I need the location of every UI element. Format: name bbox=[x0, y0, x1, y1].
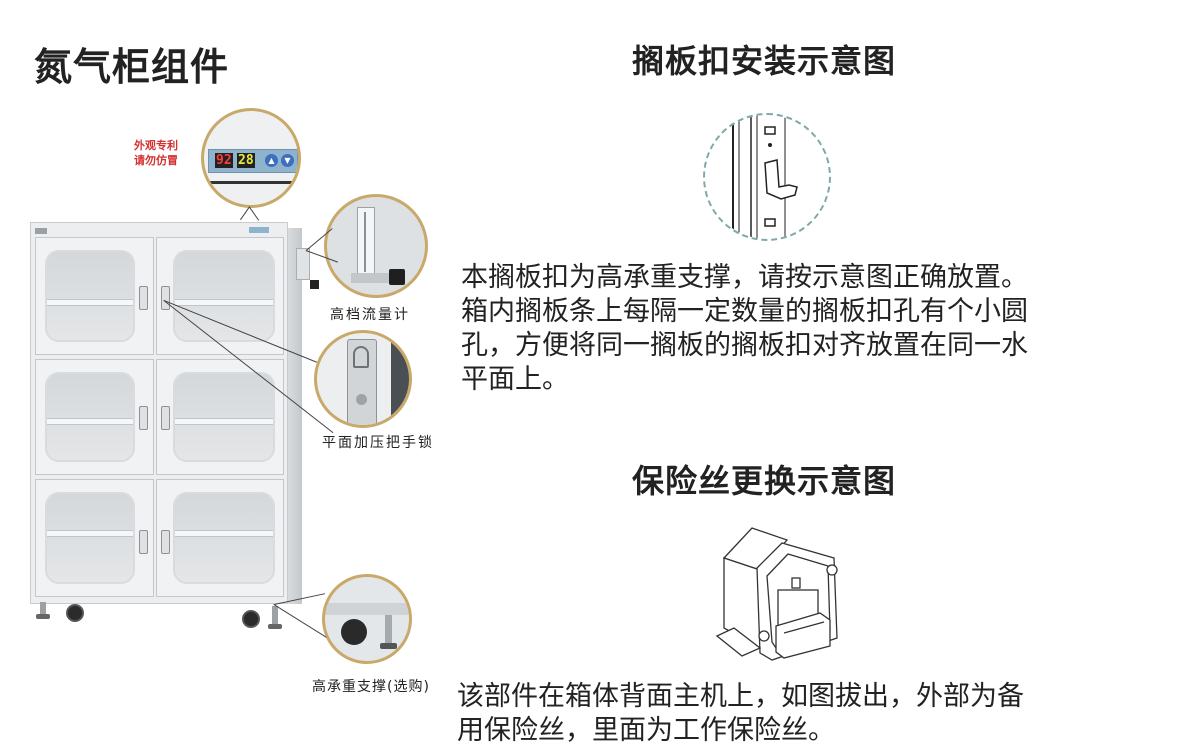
fuse-holder-icon bbox=[715, 527, 838, 661]
controller-panel: 92 28 ▲ ▼ bbox=[208, 149, 298, 173]
shelf-clip-diagram bbox=[703, 113, 831, 241]
leveling-foot bbox=[40, 602, 46, 616]
temperature-display: 28 bbox=[237, 153, 255, 168]
cabinet-side bbox=[288, 228, 302, 604]
cabinet-door bbox=[156, 359, 284, 475]
cabinet-door bbox=[156, 479, 284, 597]
support-label: 高承重支撑(选购) bbox=[312, 679, 430, 695]
humidity-display: 92 bbox=[215, 153, 233, 168]
cabinet-door bbox=[35, 237, 154, 355]
cabinet-components-title: 氮气柜组件 bbox=[34, 45, 230, 89]
nitrogen-cabinet-image bbox=[30, 222, 288, 604]
cabinet-door bbox=[35, 359, 154, 475]
controller-callout: 92 28 ▲ ▼ bbox=[201, 108, 301, 208]
fuse-title: 保险丝更换示意图 bbox=[632, 462, 897, 500]
down-arrow-icon: ▼ bbox=[281, 154, 294, 167]
shelf-clip-title: 搁板扣安装示意图 bbox=[632, 42, 897, 80]
shelf-clip-icon bbox=[732, 115, 798, 239]
patent-warning: 外观专利 请勿仿冒 bbox=[134, 138, 178, 168]
flowmeter-callout bbox=[324, 194, 428, 298]
lock-callout bbox=[314, 330, 412, 428]
up-arrow-icon: ▲ bbox=[265, 154, 278, 167]
patent-warning-line-1: 外观专利 bbox=[134, 139, 178, 152]
shelf-clip-description: 本搁板扣为高承重支撑，请按示意图正确放置。 箱内搁板条上每隔一定数量的搁板扣孔有… bbox=[461, 262, 1028, 395]
caster-wheel bbox=[242, 610, 260, 628]
cabinet-door bbox=[156, 237, 284, 355]
leveling-foot bbox=[272, 606, 278, 626]
fuse-description: 该部件在箱体背面主机上，如图拔出，外部为备 用保险丝，里面为工作保险丝。 bbox=[457, 681, 1024, 746]
fuse-holder-diagram bbox=[712, 518, 852, 663]
support-callout bbox=[322, 574, 412, 664]
caster-wheel bbox=[66, 604, 84, 622]
flowmeter-label: 高档流量计 bbox=[330, 307, 410, 323]
patent-warning-line-2: 请勿仿冒 bbox=[134, 154, 178, 167]
flowmeter-small bbox=[296, 248, 310, 280]
cabinet-door bbox=[35, 479, 154, 597]
lock-label: 平面加压把手锁 bbox=[322, 435, 434, 451]
